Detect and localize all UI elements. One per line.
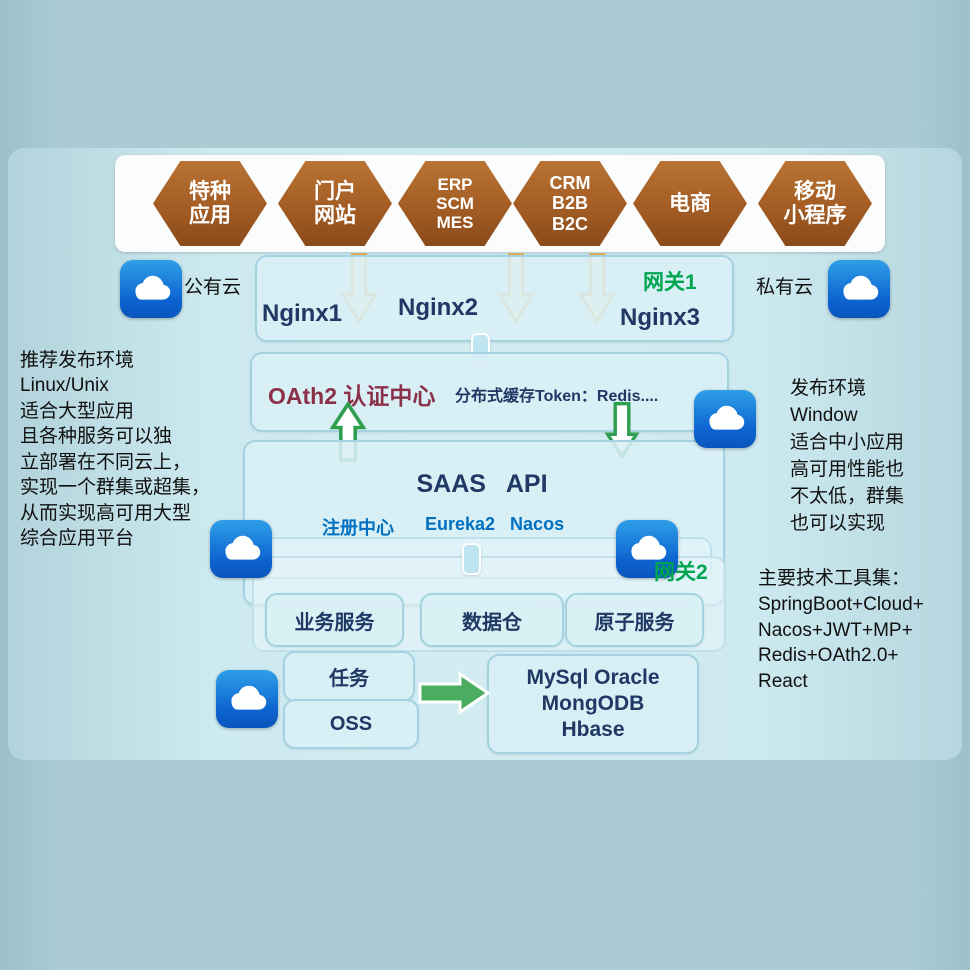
database-label: MySql Oracle MongODB Hbase [526,665,660,742]
hexagon-mobile-miniprogram: 移动 小程序 [758,161,872,246]
cloud-glyph-icon [225,536,261,560]
atomic-service-label: 原子服务 [594,611,675,634]
right-arrow-icon [418,671,491,715]
saas-title: SAAS API [416,470,548,498]
hexagon-special-app: 特种 应用 [153,161,267,246]
public-cloud-label: 公有云 [184,277,242,298]
cloud-glyph-icon [231,686,267,710]
gateway2-label: 网关2 [654,561,708,584]
task-label: 任务 [329,668,369,690]
hexagon-portal-site: 门户 网站 [278,161,392,246]
hexagon-ecommerce: 电商 [633,161,747,246]
database-box: MySql Oracle MongODB Hbase [487,654,699,754]
task-box: 任务 [283,651,415,702]
hexagon-label: 移动 小程序 [783,179,847,227]
data-warehouse-box: 数据仓 [420,593,564,647]
cloud-glyph-icon [709,406,745,430]
registry-value: Eureka2 Nacos [425,514,565,534]
private-cloud-icon [828,260,890,318]
cloud-glyph-icon [135,276,171,300]
cloud-icon [694,390,756,448]
hexagon-label: CRM B2B B2C [549,173,591,234]
atomic-service-box: 原子服务 [565,593,704,647]
nginx1-label: Nginx1 [262,300,343,327]
tech-stack-note: 主要技术工具集： SpringBoot+Cloud+ Nacos+JWT+MP+… [758,568,924,693]
public-cloud-icon [120,260,182,318]
cloud-icon [616,520,678,578]
business-service-box: 业务服务 [265,593,404,647]
hexagon-label: 特种 应用 [189,179,231,227]
nginx3-label: Nginx3 [620,304,701,331]
oss-box: OSS [283,699,419,749]
oss-label: OSS [329,712,373,735]
registry-label: 注册中心 [322,518,394,538]
data-warehouse-label: 数据仓 [462,611,522,634]
cloud-icon [210,520,272,578]
gateway1-box [255,255,734,342]
nginx2-label: Nginx2 [398,294,479,321]
connector-icon [462,543,481,575]
hexagon-erp-scm-mes: ERP SCM MES [398,161,512,246]
hexagon-label: ERP SCM MES [436,174,474,233]
oauth-title: OAth2 认证中心 [268,383,436,409]
cloud-glyph-icon [631,536,667,560]
hexagon-label: 门户 网站 [314,179,356,227]
private-cloud-label: 私有云 [756,277,814,298]
gateway1-label: 网关1 [643,271,697,294]
cloud-glyph-icon [843,276,879,300]
cloud-icon [216,670,278,728]
business-service-label: 业务服务 [294,611,375,634]
hexagon-crm-b2b-b2c: CRM B2B B2C [513,161,627,246]
redis-cache-note: 分布式缓存Token：Redis.... [455,388,659,405]
left-deployment-note: 推荐发布环境 Linux/Unix 适合大型应用 且各种服务可以独 立部署在不同… [20,350,211,550]
hexagon-label: 电商 [669,191,711,215]
oauth-box [250,352,729,432]
right-deployment-note: 发布环境 Window 适合中小应用 高可用性能也 不太低，群集 也可以实现 [790,378,905,534]
